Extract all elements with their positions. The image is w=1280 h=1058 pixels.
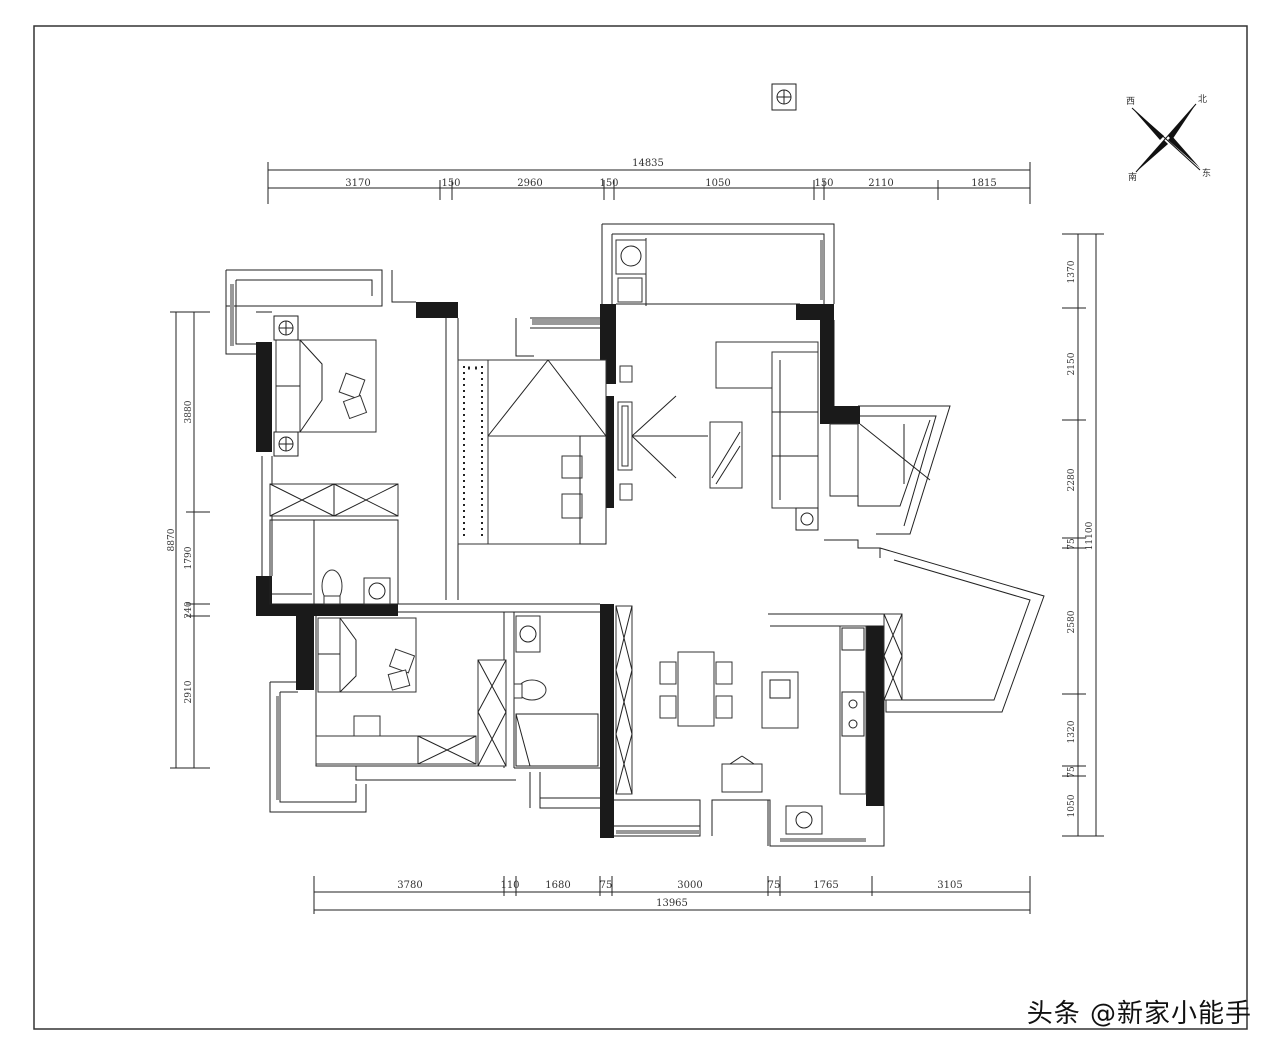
dim-bottom-3: 1680 <box>545 880 570 891</box>
top-dimension-chain: 14835 3170 150 2960 150 1050 150 2110 18… <box>267 158 1031 204</box>
kitchen-counter <box>721 613 903 835</box>
dim-top-6: 150 <box>814 178 833 189</box>
third-bedroom-bed <box>315 617 477 765</box>
middle-bathroom <box>477 615 599 767</box>
dim-bottom-2: 110 <box>500 880 519 891</box>
dim-left-3: 240 <box>184 601 194 618</box>
dim-top-3: 2960 <box>517 178 542 189</box>
wall-outlines <box>225 223 1045 847</box>
dim-top-8: 1815 <box>971 178 996 189</box>
dim-top-1: 3170 <box>345 178 370 189</box>
living-tv-wall <box>617 365 708 501</box>
master-bed <box>275 339 377 433</box>
left-bathroom <box>269 519 399 605</box>
bay-window-seat <box>829 419 931 507</box>
bottom-dimension-chain: 3780 110 1680 75 3000 75 1765 3105 13965 <box>313 876 1031 914</box>
compass-icon: 北 东 南 西 <box>1126 94 1211 183</box>
dim-left-1: 3880 <box>184 400 194 423</box>
dim-left-total: 8870 <box>167 528 177 551</box>
dim-bottom-4: 75 <box>600 880 613 891</box>
dim-bottom-7: 1765 <box>813 880 838 891</box>
bedside-lamp-icon <box>273 315 299 457</box>
compass-west-label: 西 <box>1126 96 1135 107</box>
dim-right-total: 11100 <box>1085 521 1095 550</box>
dim-top-2: 150 <box>441 178 460 189</box>
dim-bottom-5: 3000 <box>677 880 702 891</box>
dim-top-4: 150 <box>599 178 618 189</box>
compass-north-label: 北 <box>1198 94 1207 105</box>
dim-top-5: 1050 <box>705 178 730 189</box>
washing-machine <box>615 239 647 303</box>
dim-bottom-6: 75 <box>768 880 781 891</box>
coffee-table <box>709 421 743 489</box>
dim-left-2: 1790 <box>184 546 194 569</box>
sofa <box>715 341 819 531</box>
watermark: 头条 @新家小能手 <box>1026 999 1252 1029</box>
dim-right-1: 1370 <box>1067 260 1077 283</box>
dining-table <box>659 651 733 727</box>
dim-bottom-total: 13965 <box>656 898 688 909</box>
dim-bottom-1: 3780 <box>397 880 422 891</box>
compass-south-label: 南 <box>1128 171 1137 183</box>
dim-top-total: 14835 <box>632 158 664 169</box>
compass-east-label: 东 <box>1202 167 1211 179</box>
solid-walls <box>256 302 884 838</box>
balcony-railings <box>230 240 866 842</box>
reference-symbol <box>771 83 797 111</box>
dim-right-2: 2150 <box>1067 352 1077 375</box>
dim-right-3: 2280 <box>1067 468 1077 491</box>
dim-right-7: 75 <box>1067 766 1077 778</box>
second-bedroom-wardrobe <box>457 359 489 545</box>
second-bedroom-bed <box>487 359 607 545</box>
drawing-frame <box>33 25 1248 1030</box>
dim-top-7: 2110 <box>868 178 893 189</box>
dim-bottom-8: 3105 <box>937 880 962 891</box>
dim-right-4: 75 <box>1067 538 1077 550</box>
dim-right-8: 1050 <box>1067 794 1077 817</box>
hallway-cabinets <box>615 605 633 795</box>
dim-right-6: 1320 <box>1067 720 1077 743</box>
left-dimension-chain: 3880 1790 240 2910 8870 <box>167 311 210 769</box>
right-dimension-chain: 1370 2150 2280 75 2580 1320 75 1050 1110… <box>1062 233 1104 837</box>
kitchen-island <box>761 671 799 729</box>
dim-right-5: 2580 <box>1067 610 1077 633</box>
wardrobe-cabinets <box>269 483 399 517</box>
dim-left-4: 2910 <box>184 680 194 703</box>
